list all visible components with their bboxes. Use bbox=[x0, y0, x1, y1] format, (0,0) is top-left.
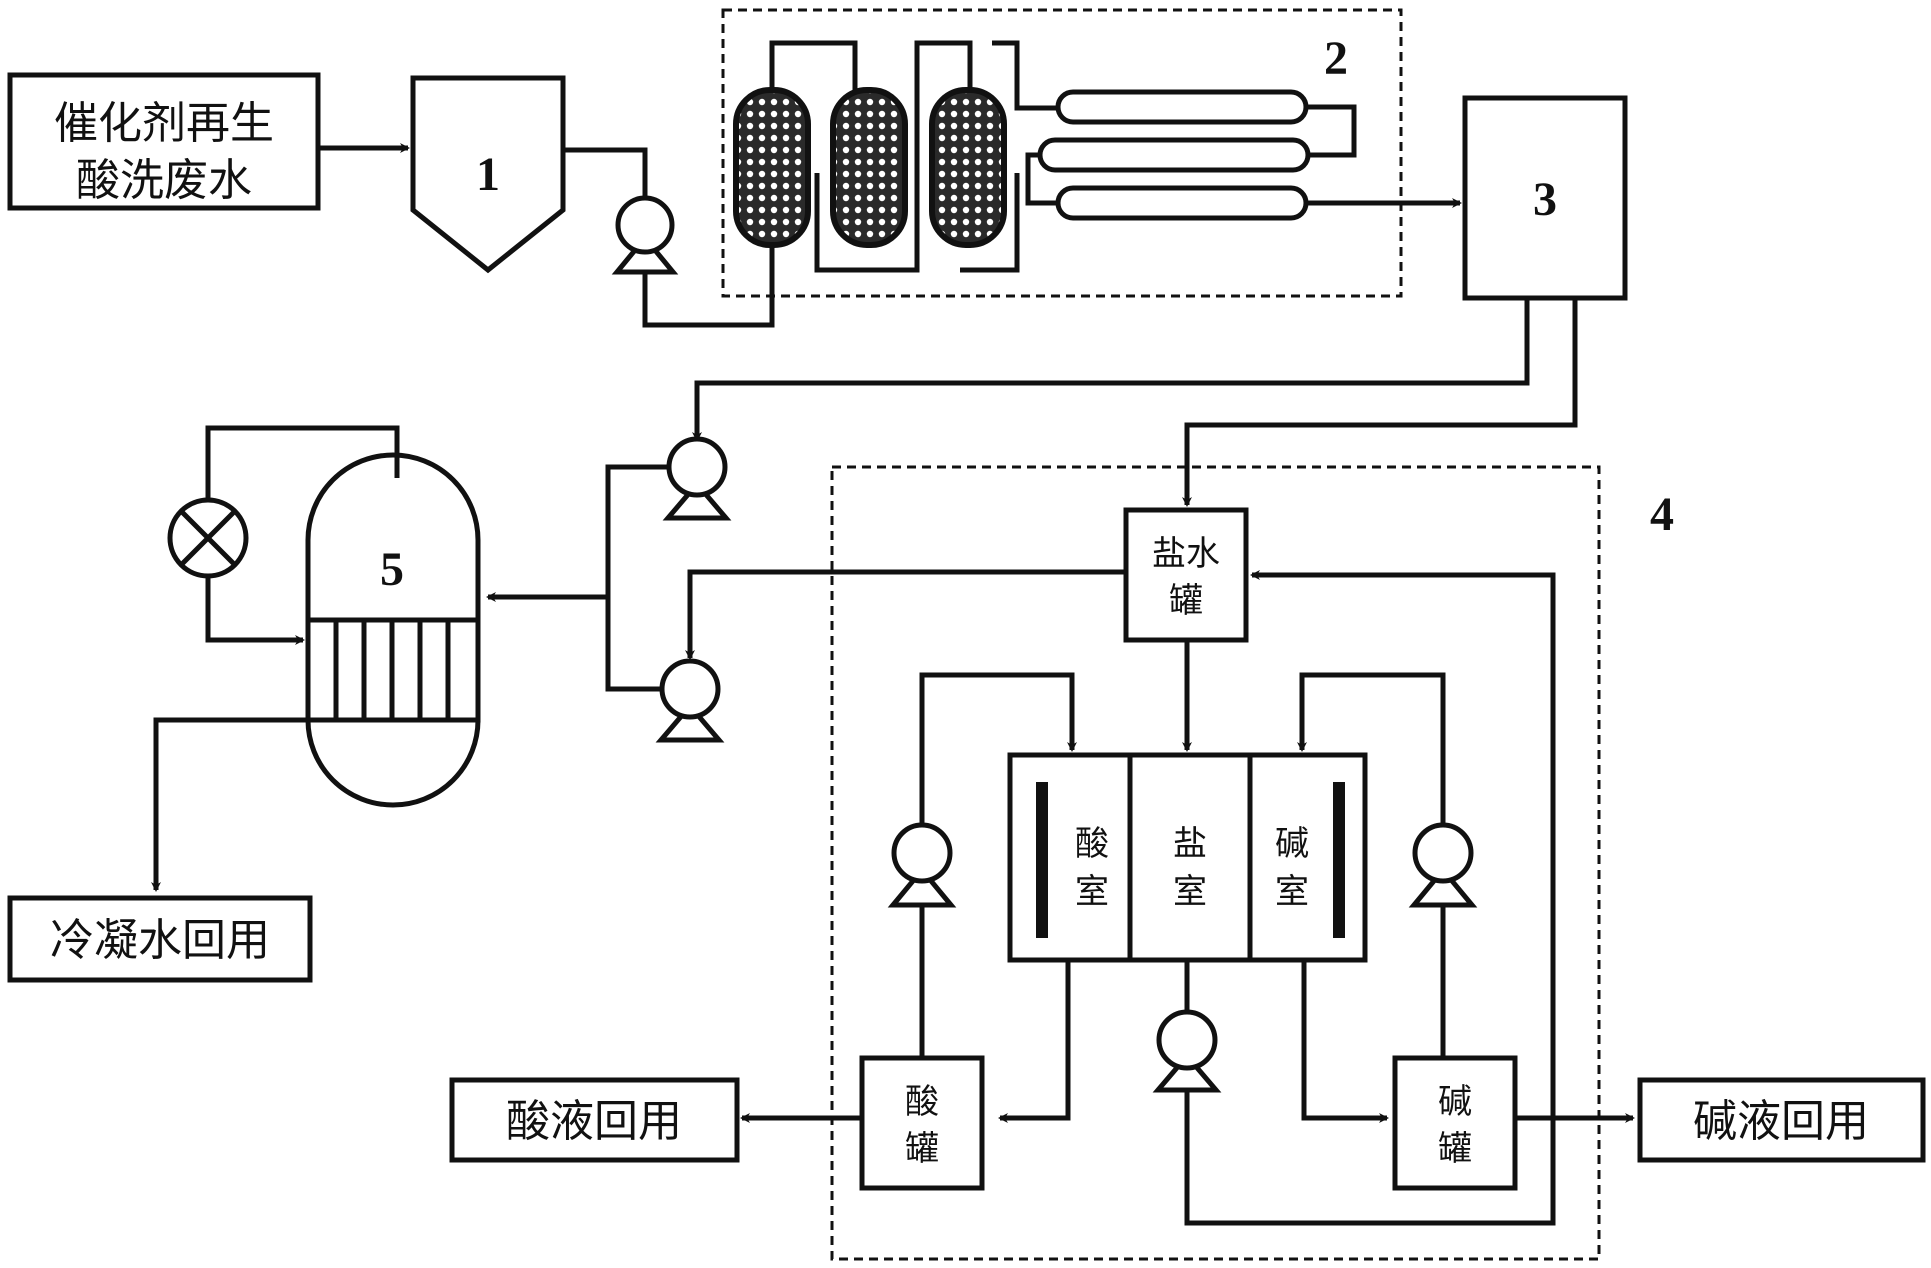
unit-4-number: 4 bbox=[1650, 488, 1674, 541]
alkali-reuse-box: 碱液回用 bbox=[1637, 1077, 1926, 1163]
unit-5-number: 5 bbox=[380, 543, 404, 596]
wastewater-source-box: 催化剂再生 酸洗废水 bbox=[7, 72, 321, 211]
flow-alkali-pump-to-chamber bbox=[1297, 672, 1446, 840]
flow-brine-to-pump6 bbox=[685, 569, 1126, 660]
acid-tank-label-line1: 酸 bbox=[905, 1082, 939, 1122]
acid-chamber-label-line1: 酸 bbox=[1075, 824, 1109, 864]
pump-5-icon bbox=[662, 436, 732, 521]
flow-alkali-chamber-to-tank bbox=[1301, 960, 1389, 1123]
alkali-tank-label-line1: 碱 bbox=[1438, 1082, 1472, 1122]
unit-1-number: 1 bbox=[476, 148, 500, 201]
unit-3-tank: 3 bbox=[1462, 95, 1628, 301]
salt-chamber-label-line1: 盐 bbox=[1173, 824, 1207, 864]
pump-1-icon bbox=[611, 195, 679, 275]
flow-pump1-to-unit2 bbox=[642, 200, 777, 328]
vapor-line-top bbox=[205, 425, 400, 503]
alkali-tank: 碱 罐 bbox=[1392, 1055, 1518, 1191]
alkali-chamber-label-line2: 室 bbox=[1275, 872, 1309, 912]
unit-5-evaporator: 5 bbox=[305, 452, 481, 808]
filter-column-3 bbox=[929, 87, 1007, 248]
flow-return-to-brine-tank bbox=[1184, 570, 1556, 1226]
flow-condensate-out bbox=[151, 717, 308, 892]
pump-9-icon bbox=[1152, 1009, 1222, 1093]
unit-2-boundary bbox=[721, 8, 1403, 298]
electrode-right bbox=[1333, 782, 1345, 938]
unit-4-boundary bbox=[830, 465, 1601, 1261]
brine-tank-label-line1: 盐水 bbox=[1152, 534, 1220, 574]
filter-column-1 bbox=[733, 87, 811, 248]
condensate-reuse-box: 冷凝水回用 bbox=[7, 895, 313, 983]
salt-chamber-label-line2: 室 bbox=[1173, 872, 1207, 912]
pump-6-icon bbox=[655, 658, 725, 743]
electrodialysis-cell: 酸 室 盐 室 碱 室 bbox=[1007, 752, 1368, 963]
unit-1-settling-tank: 1 bbox=[410, 75, 566, 274]
vapor-to-heater bbox=[205, 576, 305, 645]
membrane-modules bbox=[1025, 89, 1357, 221]
acid-reuse-box: 酸液回用 bbox=[449, 1077, 740, 1163]
alkali-reuse-label: 碱液回用 bbox=[1693, 1096, 1869, 1147]
brine-tank-label-line2: 罐 bbox=[1169, 581, 1203, 621]
column-pipe-2-3 bbox=[814, 40, 973, 273]
pump-8-icon bbox=[1408, 822, 1478, 908]
acid-tank-label-line2: 罐 bbox=[905, 1129, 939, 1169]
column-pipe-to-membranes bbox=[992, 40, 1070, 111]
pump-7-icon bbox=[887, 822, 957, 908]
unit-2-number: 2 bbox=[1324, 32, 1348, 85]
flow-unit3-to-brine-tank bbox=[1182, 298, 1578, 507]
flow-acid-pump-to-chamber bbox=[919, 672, 1077, 840]
acid-reuse-label: 酸液回用 bbox=[506, 1096, 682, 1147]
acid-tank: 酸 罐 bbox=[859, 1055, 985, 1191]
column-pipe-1-2 bbox=[769, 40, 858, 100]
filter-column-2 bbox=[830, 87, 908, 248]
alkali-tank-label-line2: 罐 bbox=[1438, 1129, 1472, 1169]
column-pipe-3-out bbox=[960, 173, 1020, 273]
flow-unit1-to-pump1 bbox=[563, 147, 648, 200]
manifold-from-pump5 bbox=[605, 464, 669, 692]
compressor-icon bbox=[167, 497, 249, 579]
alkali-chamber-label-line1: 碱 bbox=[1275, 824, 1309, 864]
flow-unit3-to-pump5 bbox=[692, 298, 1530, 442]
brine-tank: 盐水 罐 bbox=[1123, 507, 1249, 643]
electrode-left bbox=[1036, 782, 1048, 938]
wastewater-label-line2: 酸洗废水 bbox=[76, 155, 252, 206]
unit-3-number: 3 bbox=[1533, 173, 1557, 226]
flow-acid-chamber-to-tank bbox=[998, 960, 1071, 1123]
condensate-reuse-label: 冷凝水回用 bbox=[50, 915, 270, 966]
wastewater-label-line1: 催化剂再生 bbox=[54, 98, 274, 149]
acid-chamber-label-line2: 室 bbox=[1075, 872, 1109, 912]
